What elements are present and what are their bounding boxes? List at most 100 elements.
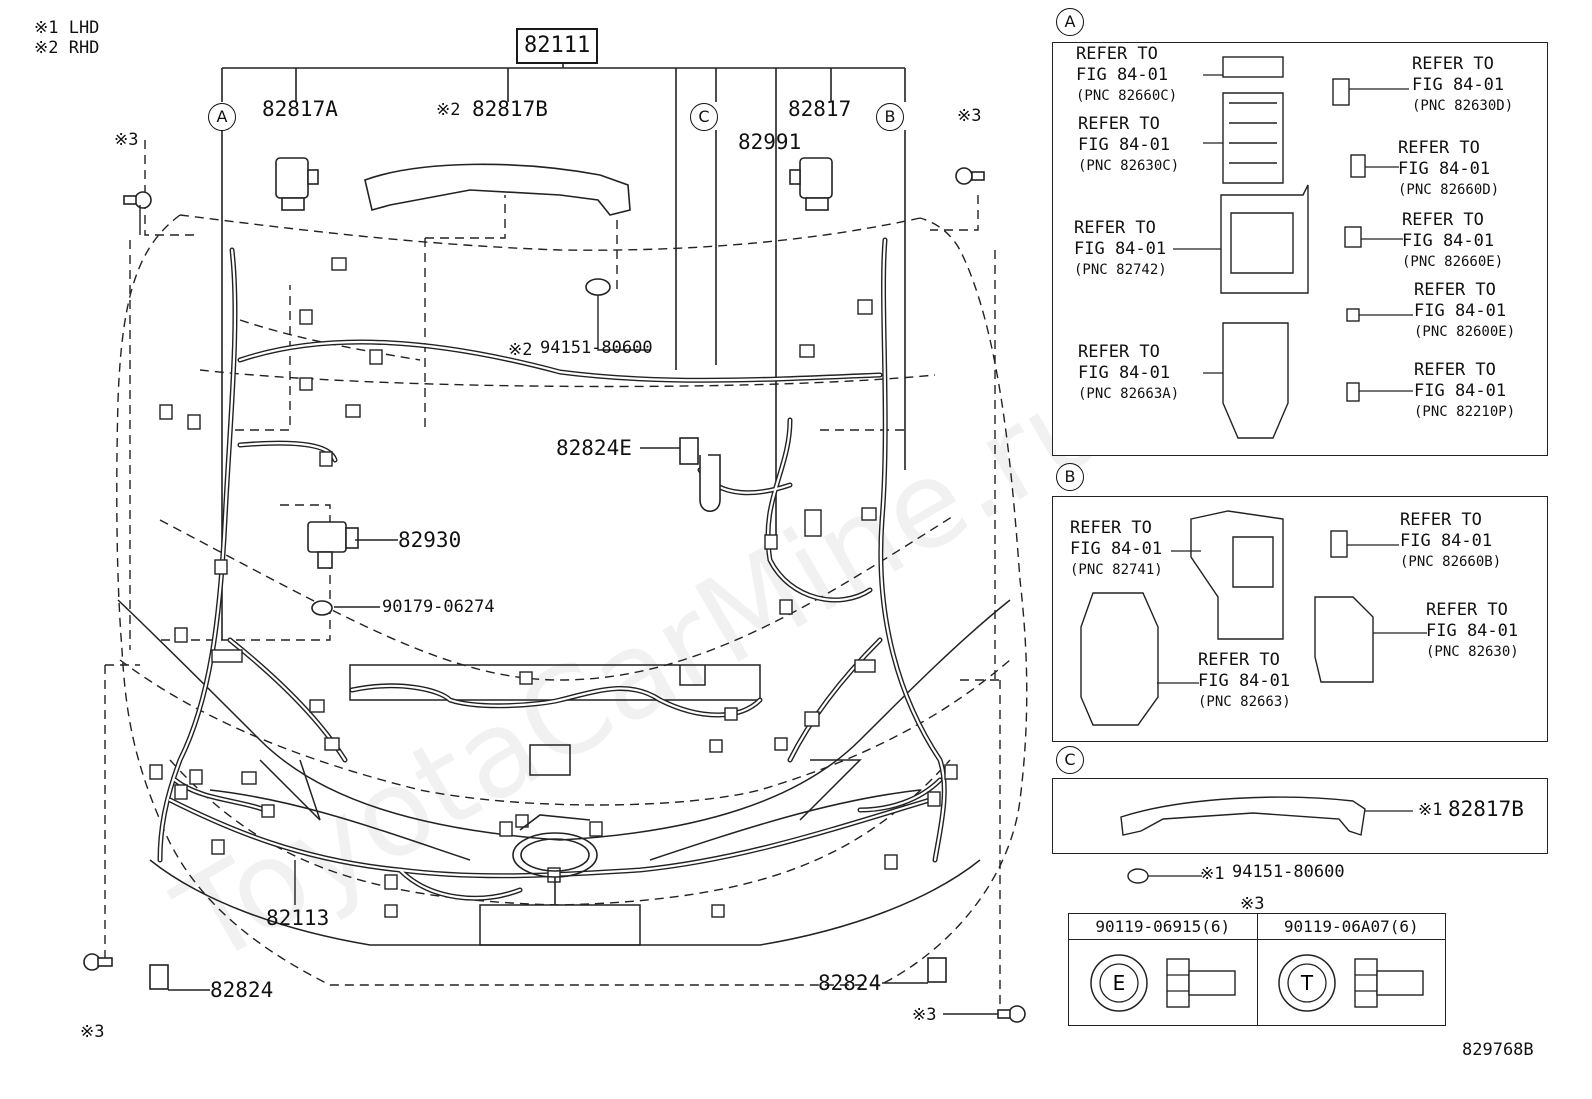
ref-line1: REFER TO — [1414, 280, 1496, 300]
panel-b — [1052, 496, 1548, 742]
ref-pnc: (PNC 82210P) — [1414, 404, 1516, 420]
callout-82817b-prefix: ※2 — [436, 100, 461, 120]
panel-a-ref-82660d[interactable]: REFER TO FIG 84-01 (PNC 82660D) — [1398, 138, 1499, 201]
ref-line2: FIG 84-01 — [1198, 671, 1291, 691]
ref-line1: REFER TO — [1398, 138, 1480, 158]
panel-c-bracket-art — [1120, 796, 1413, 836]
panel-a-ref-82660c[interactable]: REFER TO FIG 84-01 (PNC 82660C) — [1076, 44, 1177, 107]
panel-a-ref-82660e[interactable]: REFER TO FIG 84-01 (PNC 82660E) — [1402, 210, 1503, 273]
ref-pnc: (PNC 82660C) — [1076, 88, 1178, 104]
note-rhd: ※2 RHD — [34, 38, 100, 58]
ref-line1: REFER TO — [1074, 218, 1156, 238]
bolt-col1-cell: E — [1068, 939, 1258, 1026]
ref-line2: FIG 84-01 — [1414, 381, 1507, 401]
ref-line1: REFER TO — [1078, 114, 1160, 134]
panel-c-circle-label: C — [1056, 746, 1084, 774]
ref-line1: REFER TO — [1198, 650, 1280, 670]
ref-pnc: (PNC 82630D) — [1412, 98, 1514, 114]
callout-90179[interactable]: 90179-06274 — [382, 597, 495, 617]
panel-b-ref-82630[interactable]: REFER TO FIG 84-01 (PNC 82630) — [1426, 600, 1519, 663]
panel-c-part-prefix: ※1 — [1418, 800, 1443, 820]
ref-pnc: (PNC 82742) — [1074, 262, 1167, 278]
star3-label-top-left: ※3 — [114, 130, 139, 150]
panel-a-ref-82630d[interactable]: REFER TO FIG 84-01 (PNC 82630D) — [1412, 54, 1513, 117]
panel-b-ref-82663[interactable]: REFER TO FIG 84-01 (PNC 82663) — [1198, 650, 1291, 713]
bolt-table: 90119-06915(6) 90119-06A07(6) E T — [1068, 913, 1446, 1026]
ref-pnc: (PNC 82660D) — [1398, 182, 1500, 198]
panel-c — [1052, 778, 1548, 854]
ref-pnc: (PNC 82630) — [1426, 644, 1519, 660]
bolt-table-title: ※3 — [1240, 894, 1265, 914]
callout-82824-right[interactable]: 82824 — [818, 971, 882, 995]
ref-pnc: (PNC 82663) — [1198, 694, 1291, 710]
callout-82817b[interactable]: 82817B — [472, 97, 548, 121]
ref-line1: REFER TO — [1070, 518, 1152, 538]
ref-line2: FIG 84-01 — [1078, 135, 1171, 155]
bolt-col1-header[interactable]: 90119-06915(6) — [1068, 913, 1258, 940]
callout-82991[interactable]: 82991 — [738, 130, 802, 154]
ref-line2: FIG 84-01 — [1074, 239, 1167, 259]
callout-82930[interactable]: 82930 — [398, 528, 462, 552]
panel-a-ref-82600e[interactable]: REFER TO FIG 84-01 (PNC 82600E) — [1414, 280, 1515, 343]
callout-94151-prefix: ※2 — [508, 340, 533, 360]
star3-label-bottom-right: ※3 — [912, 1005, 937, 1025]
panel-b-ref-82660b[interactable]: REFER TO FIG 84-01 (PNC 82660B) — [1400, 510, 1501, 573]
ref-line1: REFER TO — [1412, 54, 1494, 74]
panel-c-clip-94151[interactable]: 94151-80600 — [1232, 862, 1345, 882]
circle-label-c: C — [690, 103, 718, 131]
ref-pnc: (PNC 82660E) — [1402, 254, 1504, 270]
ref-line2: FIG 84-01 — [1070, 539, 1163, 559]
bolt-col2-cell: T — [1256, 939, 1446, 1026]
panel-a — [1052, 42, 1548, 456]
star3-label-bottom-left: ※3 — [80, 1022, 105, 1042]
circle-label-b: B — [876, 103, 904, 131]
callout-82817[interactable]: 82817 — [788, 97, 852, 121]
bolt-t-icon: T — [1278, 953, 1424, 1012]
panel-b-ref-82741[interactable]: REFER TO FIG 84-01 (PNC 82741) — [1070, 518, 1163, 581]
bolt-e-icon: E — [1090, 953, 1236, 1012]
circle-label-a: A — [208, 103, 236, 131]
ref-line2: FIG 84-01 — [1400, 531, 1493, 551]
panel-a-ref-82663a[interactable]: REFER TO FIG 84-01 (PNC 82663A) — [1078, 342, 1179, 405]
ref-line1: REFER TO — [1414, 360, 1496, 380]
ref-line2: FIG 84-01 — [1078, 363, 1171, 383]
figure-code: 829768B — [1462, 1040, 1534, 1060]
callout-94151[interactable]: 94151-80600 — [540, 338, 653, 358]
ref-line1: REFER TO — [1402, 210, 1484, 230]
panel-c-clip-art — [1127, 868, 1202, 884]
ref-line2: FIG 84-01 — [1398, 159, 1491, 179]
ref-line2: FIG 84-01 — [1412, 75, 1505, 95]
ref-pnc: (PNC 82663A) — [1078, 386, 1180, 402]
ref-line2: FIG 84-01 — [1402, 231, 1495, 251]
note-lhd: ※1 LHD — [34, 18, 100, 38]
star3-label-top-right: ※3 — [957, 106, 982, 126]
bolt-col2-header[interactable]: 90119-06A07(6) — [1256, 913, 1446, 940]
panel-c-clip-prefix: ※1 — [1200, 864, 1225, 884]
panel-a-ref-82210p[interactable]: REFER TO FIG 84-01 (PNC 82210P) — [1414, 360, 1515, 423]
ref-pnc: (PNC 82600E) — [1414, 324, 1516, 340]
panel-c-part-82817b[interactable]: 82817B — [1448, 797, 1524, 821]
panel-a-ref-82630c[interactable]: REFER TO FIG 84-01 (PNC 82630C) — [1078, 114, 1179, 177]
ref-pnc: (PNC 82630C) — [1078, 158, 1180, 174]
bolt-mark-t: T — [1300, 971, 1314, 995]
ref-line2: FIG 84-01 — [1426, 621, 1519, 641]
ref-line2: FIG 84-01 — [1414, 301, 1507, 321]
ref-line1: REFER TO — [1076, 44, 1158, 64]
callout-82824-left[interactable]: 82824 — [210, 978, 274, 1002]
ref-pnc: (PNC 82660B) — [1400, 554, 1502, 570]
bolt-mark-e: E — [1112, 971, 1125, 995]
panel-a-parts-art — [1173, 56, 1413, 439]
ref-pnc: (PNC 82741) — [1070, 562, 1163, 578]
panel-b-circle-label: B — [1056, 463, 1084, 491]
ref-line1: REFER TO — [1078, 342, 1160, 362]
ref-line1: REFER TO — [1400, 510, 1482, 530]
panel-a-ref-82742[interactable]: REFER TO FIG 84-01 (PNC 82742) — [1074, 218, 1167, 281]
callout-82113[interactable]: 82113 — [266, 906, 330, 930]
panel-b-parts-art — [1080, 510, 1427, 726]
callout-82824e[interactable]: 82824E — [556, 436, 632, 460]
main-part-number[interactable]: 82111 — [516, 28, 599, 64]
ref-line2: FIG 84-01 — [1076, 65, 1169, 85]
ref-line1: REFER TO — [1426, 600, 1508, 620]
callout-82817a[interactable]: 82817A — [262, 97, 338, 121]
